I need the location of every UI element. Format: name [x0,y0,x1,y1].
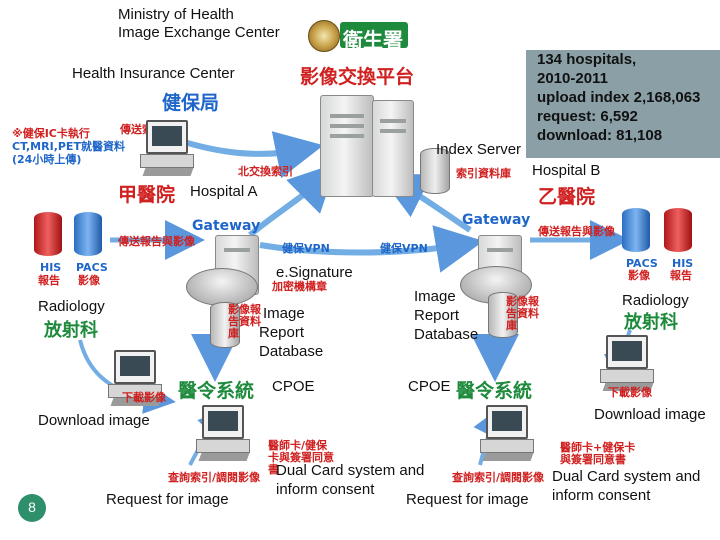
insurance-computer-icon [140,120,200,180]
index-db-cn: 索引資料庫 [456,167,511,180]
image-db-a-line3: Database [259,343,324,360]
his-b-label: HIS [672,257,694,270]
download-a-cn: 下載影像 [122,391,166,404]
stats-line4: request: 6,592 [537,108,638,125]
card-b-cn: 醫師卡+健保卡與簽署同意書 [560,441,636,466]
radiology-b-label: Radiology [622,292,689,309]
image-db-b-cn: 影像報告資料庫 [506,295,539,332]
insurance-note-line2: CT,MRI,PET就醫資料 [12,140,125,153]
hospital-a-esig: e.Signature [276,264,353,281]
request-b-label: Request for image [406,491,529,508]
image-db-a-line1: Image [263,305,305,322]
hospital-b-label: Hospital B [532,162,601,179]
dual-card-b-line2: inform consent [552,487,651,504]
download-b-label: Download image [594,406,706,423]
cpoe-b-cn: 醫令系統 [456,380,533,402]
index-server-tower-2 [372,100,414,197]
ministry-logo-text: 衛生署 [343,28,403,52]
dual-card-a-line2: inform consent [276,481,375,498]
radiology-b-cn: 放射科 [624,312,678,333]
cpoe-b-computer-icon [480,405,540,465]
his-a-database-icon [34,212,62,256]
pacs-a-label: PACS [76,261,108,274]
hospital-a-label: Hospital A [190,183,258,200]
hospital-a-esig-cn: 加密機構章 [272,280,327,293]
gateway-a-base [186,268,258,306]
request-a-label: Request for image [106,491,229,508]
insurance-title-cn: 健保局 [162,92,220,114]
stats-line5: download: 81,108 [537,127,663,144]
image-db-b-icon [488,292,518,338]
index-server-tower [320,95,374,197]
hospital-a-title-cn: 甲醫院 [118,184,176,206]
cpoe-b-label: CPOE [408,378,451,395]
card-a-cn: 醫師卡/健保卡與簽署同意書 [268,439,334,476]
stats-line2: 2010-2011 [537,70,608,87]
index-database-icon [420,148,450,194]
platform-title-cn: 影像交換平台 [300,66,415,88]
header-title-line1: Ministry of Health [118,6,234,23]
hospital-b-vpn-cn: 健保VPN [380,242,428,255]
stats-line1: 134 hospitals, [537,51,637,68]
radiology-a-computer-icon [108,350,168,410]
dual-card-b-line1: Dual Card system and [552,468,701,485]
his-a-label: HIS [40,261,62,274]
radiology-a-label: Radiology [38,298,105,315]
pacs-b-database-icon [622,208,650,252]
query-a-cn: 查詢索引/調閱影像 [168,471,261,484]
pacs-b-cn: 影像 [628,269,650,282]
cpoe-a-cn: 醫令系統 [178,380,255,402]
hospital-a-vpn-cn: 健保VPN [282,242,330,255]
hospital-a-send-cn: 傳送報告與影像 [118,235,195,248]
download-b-cn: 下載影像 [608,386,652,399]
hospital-b-gateway: Gateway [462,212,531,228]
pacs-a-cn: 影像 [78,274,100,287]
image-db-a-line2: Report [259,324,305,341]
pacs-b-label: PACS [626,257,658,270]
his-b-database-icon [664,208,692,252]
hospital-b-send-cn: 傳送報告與影像 [538,225,615,238]
pacs-a-database-icon [74,212,102,256]
image-db-b-line1: Image [414,288,456,305]
his-b-cn: 報告 [670,269,692,282]
statistics-box: 134 hospitals, 2010-2011 upload index 2,… [526,50,720,158]
radiology-a-cn: 放射科 [44,320,98,341]
cpoe-a-computer-icon [196,405,256,465]
insurance-note-line3: (24小時上傳) [12,153,82,166]
stats-line3: upload index 2,168,063 [537,89,701,106]
image-db-a-icon [210,302,240,348]
ministry-seal-icon [308,20,340,52]
his-a-cn: 報告 [38,274,60,287]
north-index-cn: 北交換索引 [238,165,293,178]
page-number-badge [18,494,46,522]
image-db-a-cn: 影像報告資料庫 [228,303,261,340]
arrow-gateway-a-to-platform [248,163,337,238]
arrow-gateway-a-to-b [259,225,484,273]
radiology-b-computer-icon [600,335,660,395]
insurance-note-line1: ※健保IC卡執行 [12,127,90,140]
cpoe-a-label: CPOE [272,378,315,395]
download-a-label: Download image [38,412,150,429]
dual-card-a-line1: Dual Card system and [276,462,425,479]
ministry-logo [340,22,408,48]
index-server-label: Index Server [436,141,522,158]
insurance-center-label: Health Insurance Center [72,65,235,82]
image-db-b-line2: Report [414,307,460,324]
image-db-b-line3: Database [414,326,479,343]
hospital-b-title-cn: 乙醫院 [538,186,596,208]
query-b-cn: 查詢索引/調閱影像 [452,471,545,484]
page-number: 8 [28,499,36,515]
hospital-a-gateway: Gateway [192,218,261,234]
header-title-line2: Image Exchange Center [118,24,280,41]
